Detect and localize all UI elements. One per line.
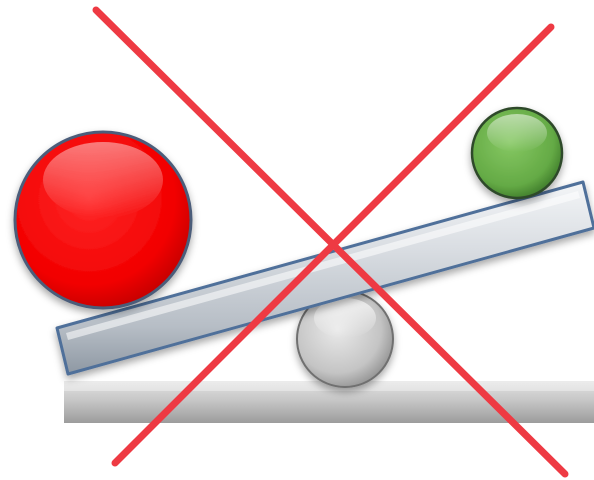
fulcrum-ball <box>296 290 394 388</box>
base-slab <box>64 381 594 423</box>
small-green-ball <box>470 106 564 200</box>
large-red-ball <box>13 130 193 310</box>
cross-out-icon <box>92 6 569 478</box>
seesaw-plank <box>55 180 594 376</box>
